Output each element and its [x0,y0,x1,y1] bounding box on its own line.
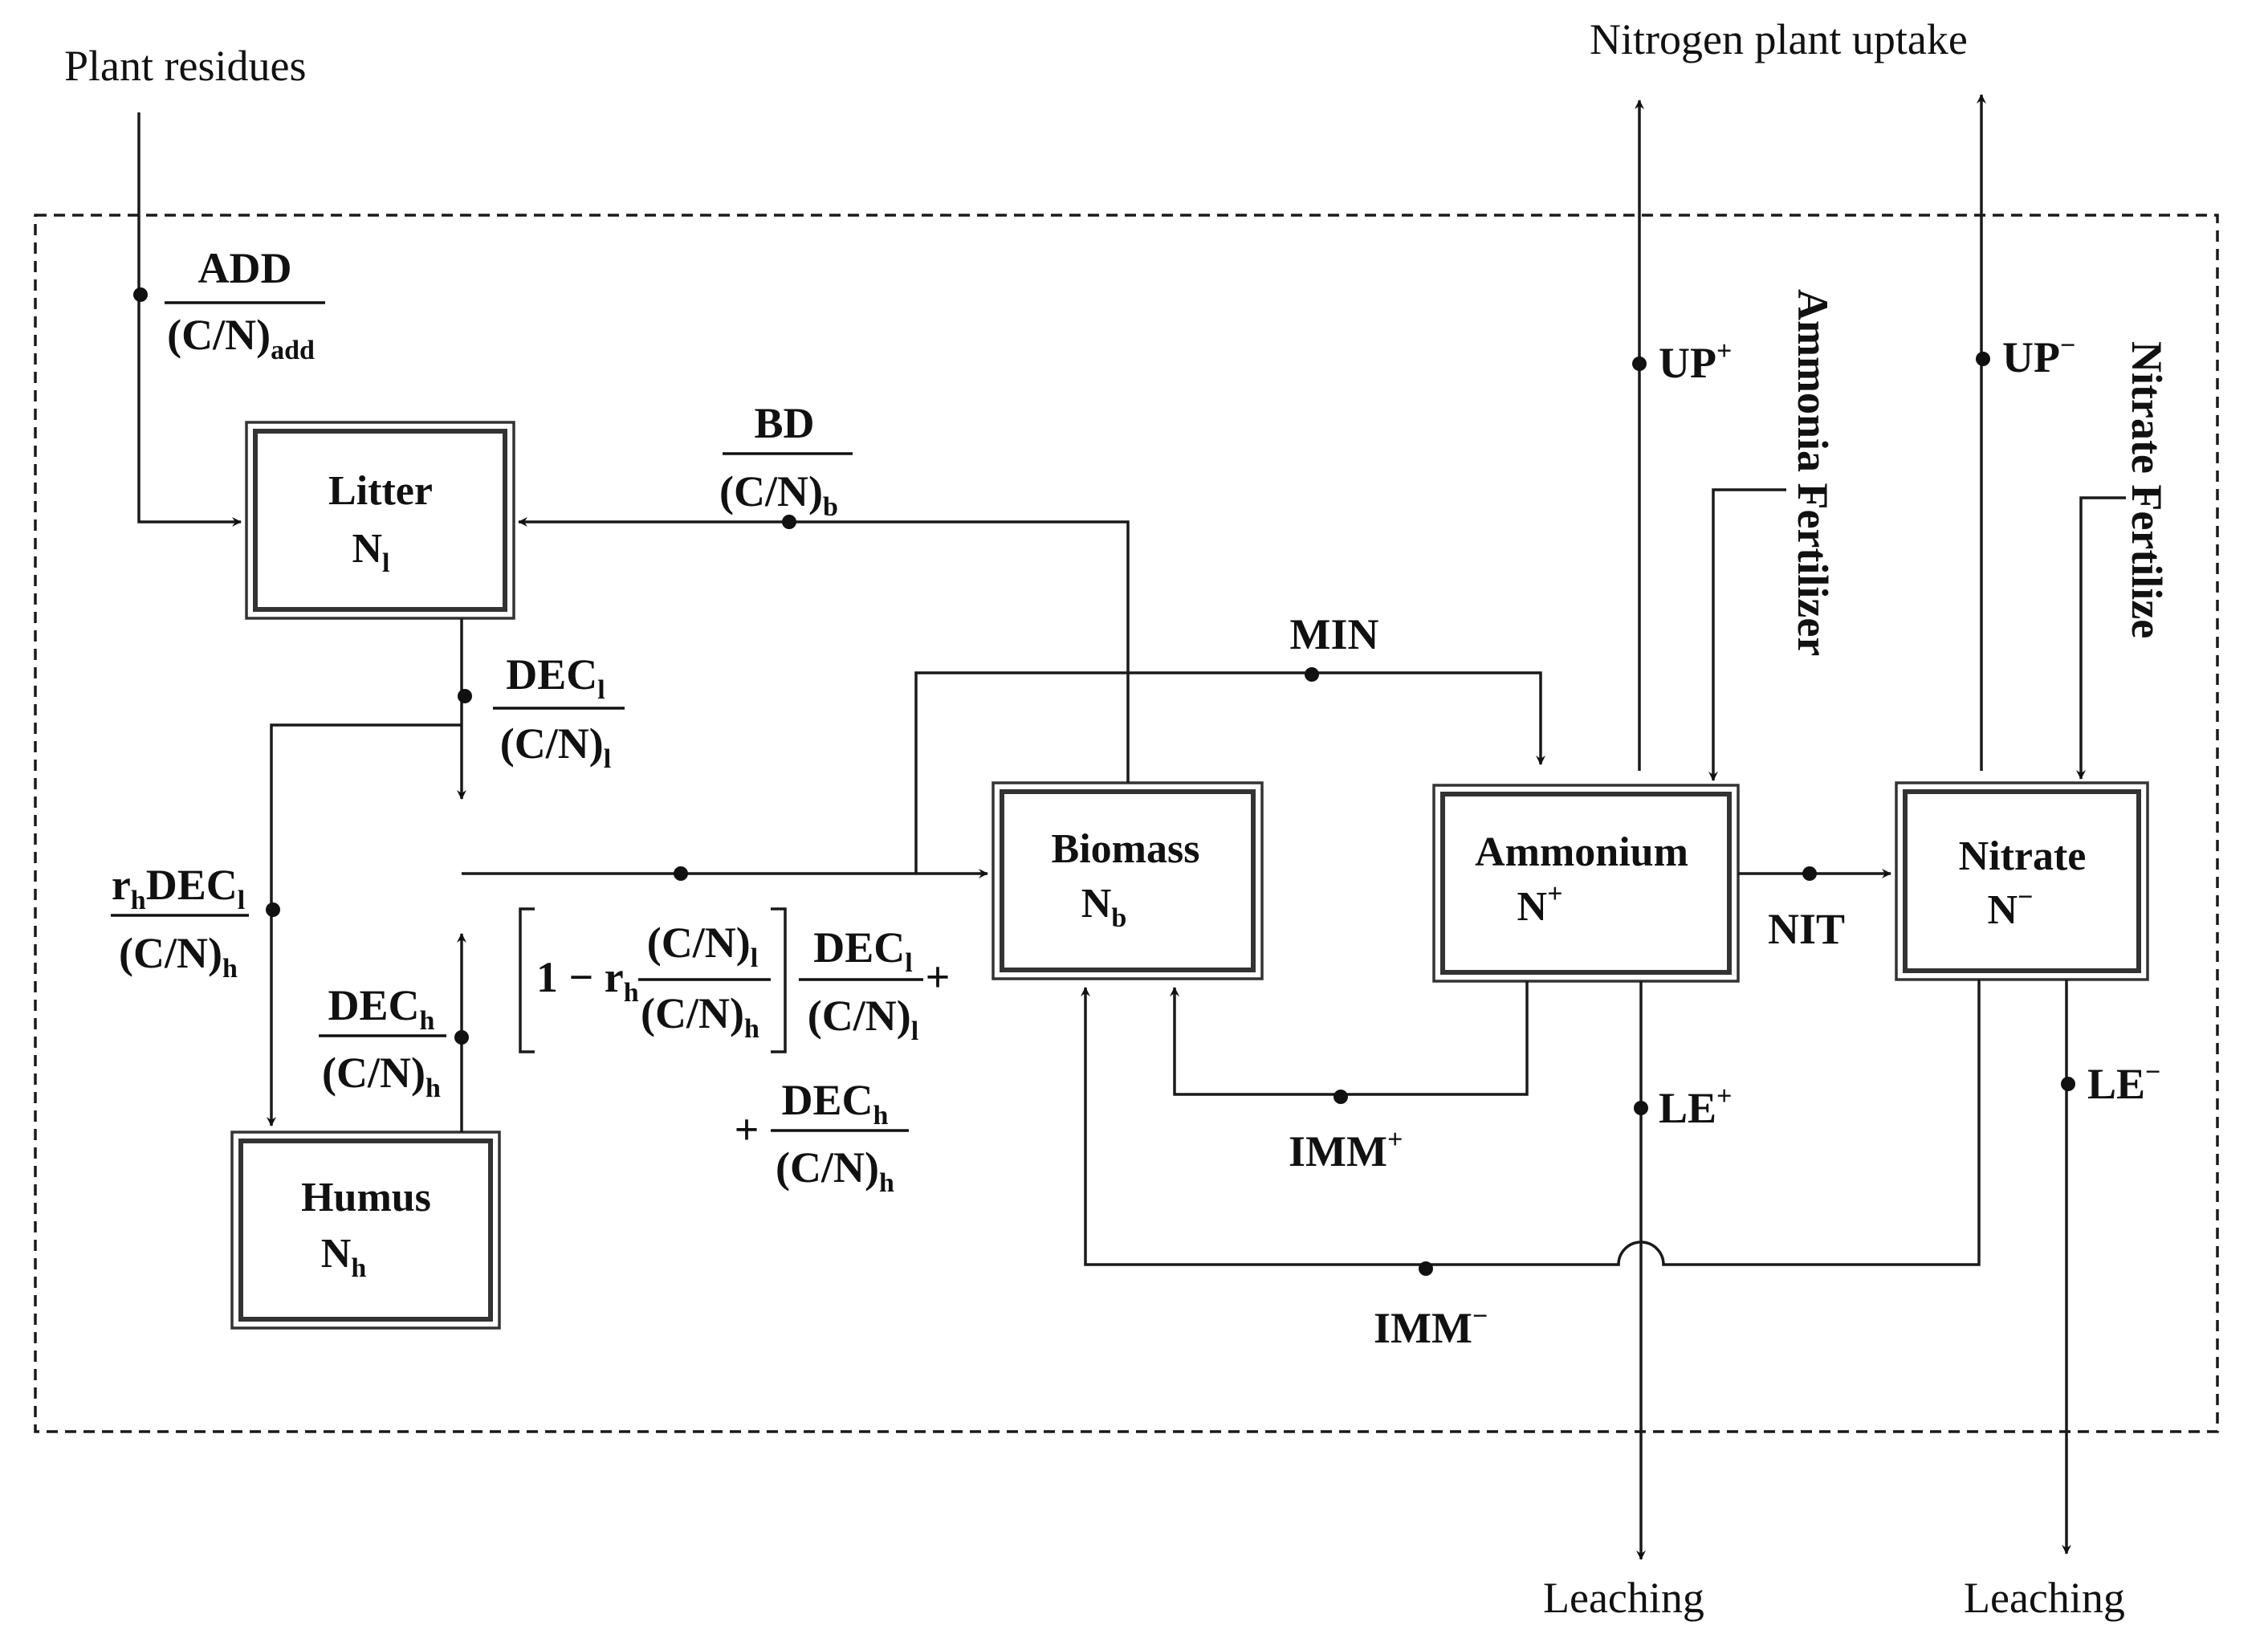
svg-text:BD: BD [754,399,814,447]
svg-text:(C/N)h: (C/N)h [641,989,759,1044]
biomass-pool: Biomass Nb [991,781,1264,980]
litter-pool: Litter Nl [245,421,515,620]
svg-text:(C/N)h: (C/N)h [119,929,238,984]
svg-text:ADD: ADD [198,244,292,292]
add-flux-line [137,112,242,527]
ammonia-fertilizer-line [1708,488,1786,781]
svg-text:(C/N)h: (C/N)h [776,1143,894,1198]
ammonia-fertilizer-label: Ammonia Fertilizer [1789,289,1837,656]
svg-text:N−: N− [1988,882,2034,933]
nitrate-symbol: N [1988,887,2018,933]
svg-text:Nb: Nb [1081,881,1126,933]
plant-residues-label: Plant residues [64,42,306,90]
svg-text:(C/N)b: (C/N)b [719,467,838,522]
svg-text:DECh: DECh [328,981,435,1036]
litter-symbol: N [352,526,382,572]
svg-text:DECl: DECl [506,650,605,705]
svg-text:1 − rh: 1 − rh [536,953,639,1008]
imm-plus-line [1170,981,1529,1096]
humus-pool: Humus Nh [230,1131,501,1330]
bd-flux-line [518,517,1130,783]
humus-sub: h [351,1253,366,1283]
svg-text:(C/N)l: (C/N)l [808,992,918,1046]
min-flux-line [914,671,1545,874]
bd-fraction: BD (C/N)b [719,399,853,522]
rh-dec-fraction: rhDECl (C/N)h [111,861,249,984]
svg-text:+: + [735,1106,759,1154]
ammonium-name: Ammonium [1475,829,1688,875]
leaching-left-label: Leaching [1543,1574,1704,1622]
svg-text:Nh: Nh [321,1231,367,1283]
le-minus-label: LE− [2087,1057,2160,1108]
imm-plus-label: IMM+ [1289,1125,1403,1175]
add-fraction: ADD (C/N)add [165,244,325,365]
min-label: MIN [1290,610,1379,658]
svg-text:DECh: DECh [782,1076,889,1131]
svg-text:N+: N+ [1517,879,1563,930]
svg-text:Nl: Nl [352,526,389,578]
imm-minus-line [1081,980,1981,1266]
nitrate-pool: Nitrate N− [1895,781,2149,981]
nitrate-fertilizer-line [2076,496,2126,780]
svg-text:(C/N)h: (C/N)h [322,1049,441,1103]
le-plus-label: LE+ [1659,1082,1732,1132]
up-plus-label: UP+ [1659,336,1732,387]
svg-text:(C/N)add: (C/N)add [167,311,315,365]
nitrogen-uptake-label: Nitrogen plant uptake [1590,15,1968,63]
litter-name: Litter [328,468,433,514]
svg-text:rhDECl: rhDECl [112,861,245,915]
biomass-input-formula: 1 − rh (C/N)l (C/N)h DECl (C/N)l + + DEC… [519,907,951,1198]
biomass-symbol: N [1081,881,1112,927]
svg-text:(C/N)l: (C/N)l [500,719,611,774]
ammonium-pool: Ammonium N+ [1432,784,1740,983]
nit-label: NIT [1768,905,1845,953]
ammonium-sup: + [1547,879,1562,909]
humus-symbol: N [321,1231,352,1277]
up-minus-label: UP− [2002,331,2075,381]
biomass-name: Biomass [1052,826,1200,872]
imm-minus-label: IMM− [1374,1302,1488,1352]
rh-dec-line [267,723,462,1126]
litter-sub: l [382,548,389,578]
svg-text:(C/N)l: (C/N)l [647,919,758,973]
svg-text:DECl: DECl [813,923,912,978]
nitrate-sup: − [2018,882,2033,912]
ammonium-symbol: N [1517,884,1548,930]
humus-name: Humus [301,1175,431,1220]
system-boundary [34,214,2219,1433]
nitrate-fertilizer-label: Nitrate Fertilize [2123,341,2171,638]
svg-text:+: + [926,953,951,1001]
dec-litter-fraction: DECl (C/N)l [493,650,625,774]
leaching-right-label: Leaching [1964,1574,2125,1622]
dec-humus-fraction: DECh (C/N)h [319,981,446,1103]
nitrate-name: Nitrate [1959,833,2087,879]
biomass-sub: b [1111,903,1126,933]
